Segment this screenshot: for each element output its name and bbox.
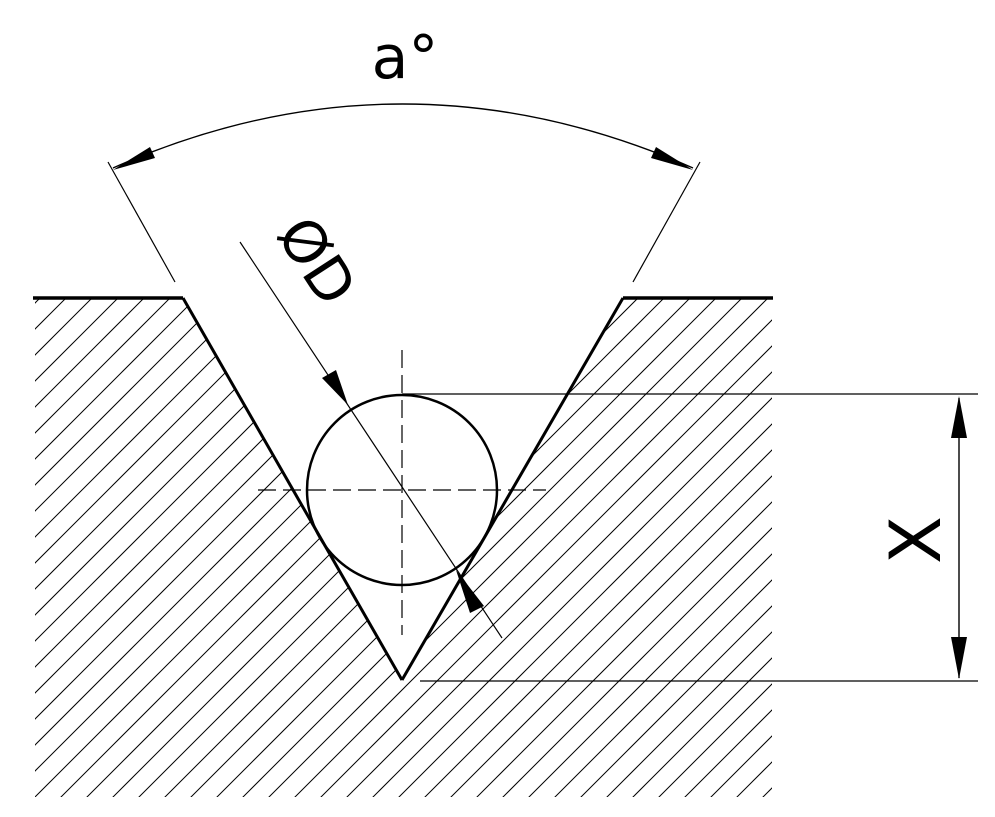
hatch-line [35, 298, 599, 797]
groove-edges [181, 297, 625, 681]
hatch-line [583, 298, 772, 797]
hatch-line [115, 298, 772, 797]
hatch-line [35, 298, 573, 797]
angle-label: a° [372, 23, 439, 93]
hatch-line [479, 298, 772, 797]
hatch-line [427, 298, 772, 797]
hatch-line [89, 298, 772, 797]
hatch-line [375, 298, 772, 797]
hatch-line [531, 298, 772, 797]
hatch-line [297, 298, 772, 797]
hatch-line [453, 298, 772, 797]
hatch-line [35, 298, 339, 797]
hatch-line [35, 298, 755, 797]
hatch-line [35, 298, 209, 797]
hatch-line [271, 298, 772, 797]
groove-right-edge [400, 297, 625, 681]
hatch-line [35, 298, 183, 797]
extension-lines [107, 161, 978, 682]
height-arrow-top [951, 396, 967, 438]
hatch-line [35, 298, 469, 797]
hatch-line [35, 298, 443, 797]
hatch-line [35, 298, 677, 797]
hatch-line [35, 298, 105, 797]
center-lines [258, 350, 546, 635]
hatch-line [661, 298, 772, 797]
hatch-line [687, 298, 772, 797]
gauge-ball-circle [305, 393, 499, 587]
hatch-line [323, 298, 772, 797]
hatch-line [35, 298, 521, 797]
angle-arrow-left [113, 147, 155, 170]
height-label: X [875, 516, 957, 564]
hatch-line [219, 298, 772, 797]
hatch-line [35, 298, 391, 797]
hatch-line [0, 0, 26, 817]
diameter-label: ØD [264, 205, 370, 318]
hatch-line [35, 298, 495, 797]
groove-left-edge [181, 297, 404, 681]
hatch-line [35, 298, 365, 797]
hatch-line [167, 298, 772, 797]
angle-arrow-right [651, 147, 693, 170]
hatch-line [35, 298, 157, 797]
hatch-line [35, 298, 53, 797]
hatch-line [401, 298, 772, 797]
angle-dimension-arc [112, 103, 694, 169]
angle-extension-right [632, 161, 701, 283]
hatch-line [245, 298, 772, 797]
diameter-arrow-top [322, 370, 348, 405]
hatch-line [35, 298, 313, 797]
diameter-leader-line [239, 241, 503, 639]
hatch-line [35, 298, 547, 797]
hatch-line [35, 298, 287, 797]
hatch-line [635, 298, 772, 797]
diameter-arrow-bottom [456, 570, 484, 613]
hatch-line [35, 298, 261, 797]
hatch-line [35, 298, 235, 797]
hatch-line [35, 298, 651, 797]
hatch-line [35, 298, 79, 797]
hatch-line [35, 298, 131, 797]
hatch-line [193, 298, 772, 797]
hatch-line [557, 298, 772, 797]
hatch-line [609, 298, 772, 797]
hatch-line [349, 298, 772, 797]
hatch-line [713, 298, 772, 797]
hatch-line [505, 298, 772, 797]
hatch-line [141, 298, 772, 797]
hatch-line [35, 298, 729, 797]
height-arrow-bottom [951, 637, 967, 679]
hatch-line [35, 298, 772, 797]
hatch-line [35, 298, 772, 797]
hatch-line [35, 298, 625, 797]
angle-extension-left [107, 161, 176, 283]
